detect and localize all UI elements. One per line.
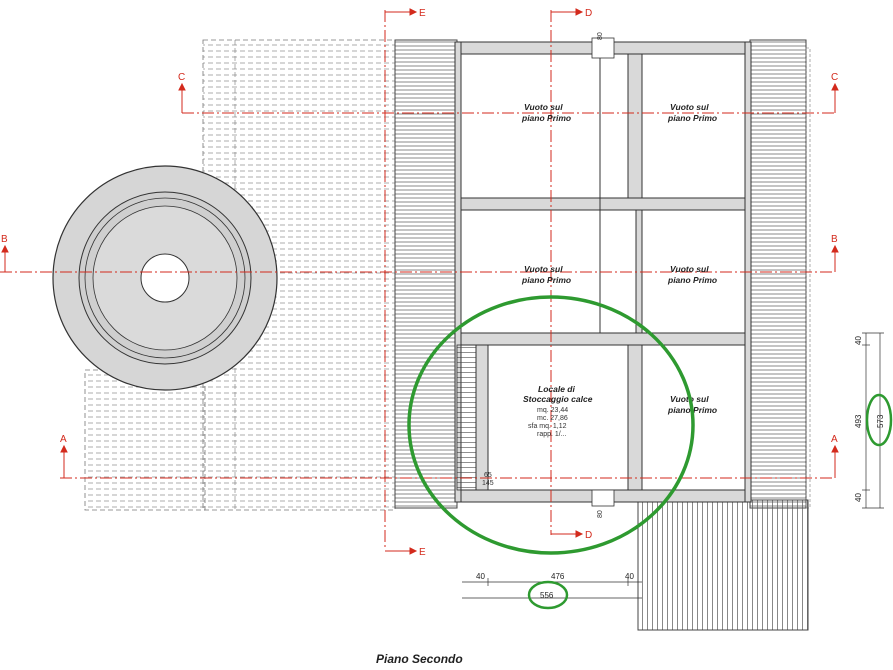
- storage-room-info-1: mq. 23,44: [537, 407, 568, 414]
- dimension-bottom-left: 40: [476, 572, 485, 581]
- dimension-stair-2: 145: [482, 480, 494, 487]
- dimension-right-bottom: 40: [854, 493, 863, 502]
- circular-silo: [52, 165, 278, 391]
- stairs: [456, 344, 477, 491]
- storage-room-info-3: sfa mq. 1,12: [528, 423, 567, 430]
- room-label-3-line2: piano Primo: [521, 275, 571, 285]
- storage-room-info-2: mc. 27,86: [537, 415, 568, 422]
- section-label-d-bottom: D: [585, 530, 592, 541]
- section-arrows: [1, 8, 839, 555]
- section-label-a-right: A: [831, 434, 838, 445]
- section-label-e-bottom: E: [419, 547, 426, 558]
- door-openings: [591, 37, 615, 507]
- drawing-title: Piano Secondo: [376, 652, 463, 666]
- room-label-1-line1: Vuoto sul: [524, 102, 563, 112]
- section-label-b-left: B: [1, 234, 8, 245]
- room-label-3-line1: Vuoto sul: [524, 264, 563, 274]
- dimension-stair-1: 65: [484, 472, 492, 479]
- roof-hatch-bottom-right: [637, 499, 809, 631]
- dimension-right-total: 573: [876, 414, 885, 428]
- room-label-4-line1: Vuoto sul: [670, 264, 709, 274]
- room-label-2-line2: piano Primo: [667, 113, 717, 123]
- dimension-door-top: 80: [597, 32, 604, 40]
- highlight-storage-room: [407, 295, 695, 555]
- dimension-bottom-right: 40: [625, 572, 634, 581]
- highlight-annotations: [407, 295, 893, 610]
- section-label-b-right: B: [831, 234, 838, 245]
- section-label-e-top: E: [419, 8, 426, 19]
- storage-room-label-line2: Stoccaggio calce: [523, 394, 593, 404]
- roof-hatch-right: [749, 39, 807, 509]
- dimension-bottom-total: 556: [540, 591, 554, 600]
- section-label-a-left: A: [60, 434, 67, 445]
- section-label-c-left: C: [178, 72, 185, 83]
- dimension-right-mid: 493: [854, 414, 863, 428]
- storage-room-label-line1: Locale di: [538, 384, 575, 394]
- dimension-door-bottom: 80: [597, 510, 604, 518]
- section-lines: [0, 10, 835, 550]
- roof-hatch-right-outer: [805, 47, 811, 509]
- highlight-total-height: [865, 393, 893, 447]
- dimension-bottom-mid: 476: [551, 572, 565, 581]
- room-label-4-line2: piano Primo: [667, 275, 717, 285]
- roof-hatch-left: [394, 39, 458, 509]
- dimension-right-top: 40: [854, 336, 863, 345]
- section-label-c-right: C: [831, 72, 838, 83]
- room-label-1-line2: piano Primo: [521, 113, 571, 123]
- section-label-d-top: D: [585, 8, 592, 19]
- highlight-total-width: [527, 580, 569, 610]
- storage-room-info-4: rapp. 1/...: [537, 431, 567, 438]
- room-label-2-line1: Vuoto sul: [670, 102, 709, 112]
